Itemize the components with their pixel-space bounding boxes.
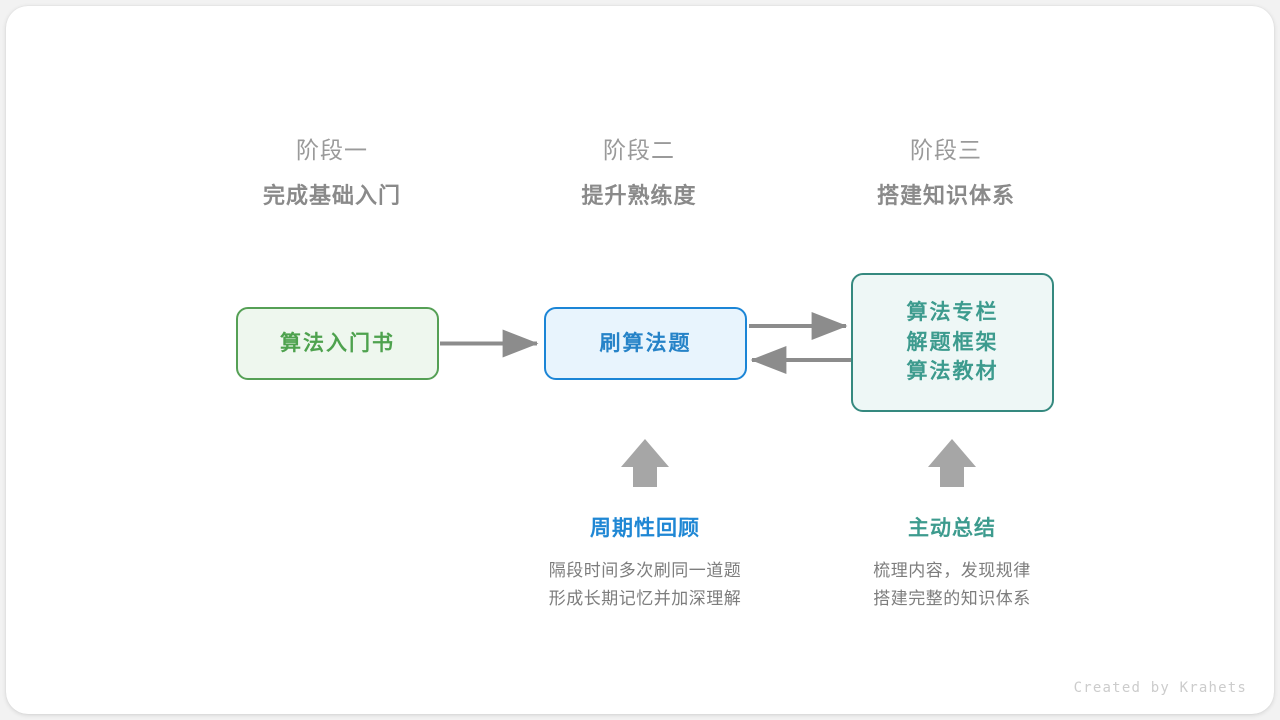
arrow-up-summary [928, 439, 976, 487]
annotation-active-summary: 主动总结 梳理内容，发现规律 搭建完整的知识体系 [802, 516, 1102, 613]
node-label: 算法入门书 [280, 331, 395, 355]
node-label-line-1: 算法专栏 [906, 300, 999, 324]
phase-title: 搭建知识体系 [876, 182, 1015, 208]
annotation-title: 主动总结 [908, 517, 996, 540]
annotation-body-line-1: 隔段时间多次刷同一道题 [548, 561, 742, 581]
annotation-body: 隔段时间多次刷同一道题 形成长期记忆并加深理解 [495, 557, 795, 612]
watermark-credit: Created by Krahets [1073, 680, 1247, 696]
phase-title: 提升熟练度 [581, 182, 697, 208]
node-algorithm-intro-book[interactable]: 算法入门书 [236, 307, 439, 380]
node-practice-problems[interactable]: 刷算法题 [544, 307, 747, 380]
phase-kicker: 阶段三 [910, 137, 982, 163]
phase-header-two: 阶段二 提升熟练度 [509, 136, 769, 209]
annotation-body-line-2: 形成长期记忆并加深理解 [548, 588, 742, 608]
node-label-line-3: 算法教材 [906, 360, 999, 384]
arrow-up-review [621, 439, 669, 487]
phase-header-three: 阶段三 搭建知识体系 [816, 136, 1076, 209]
node-label: 刷算法题 [599, 331, 692, 355]
phase-kicker: 阶段一 [296, 137, 368, 163]
phase-kicker: 阶段二 [603, 137, 675, 163]
annotation-body-line-1: 梳理内容，发现规律 [873, 561, 1031, 581]
annotation-periodic-review: 周期性回顾 隔段时间多次刷同一道题 形成长期记忆并加深理解 [495, 516, 795, 613]
phase-header-one: 阶段一 完成基础入门 [202, 136, 462, 209]
annotation-title: 周期性回顾 [590, 517, 700, 540]
node-learning-resources[interactable]: 算法专栏 解题框架 算法教材 [851, 273, 1054, 412]
phase-title: 完成基础入门 [262, 182, 401, 208]
diagram-card: 阶段一 完成基础入门 阶段二 提升熟练度 阶段三 搭建知识体系 [6, 6, 1274, 714]
annotation-body-line-2: 搭建完整的知识体系 [873, 588, 1031, 608]
annotation-body: 梳理内容，发现规律 搭建完整的知识体系 [802, 557, 1102, 612]
node-label-line-2: 解题框架 [906, 330, 999, 354]
